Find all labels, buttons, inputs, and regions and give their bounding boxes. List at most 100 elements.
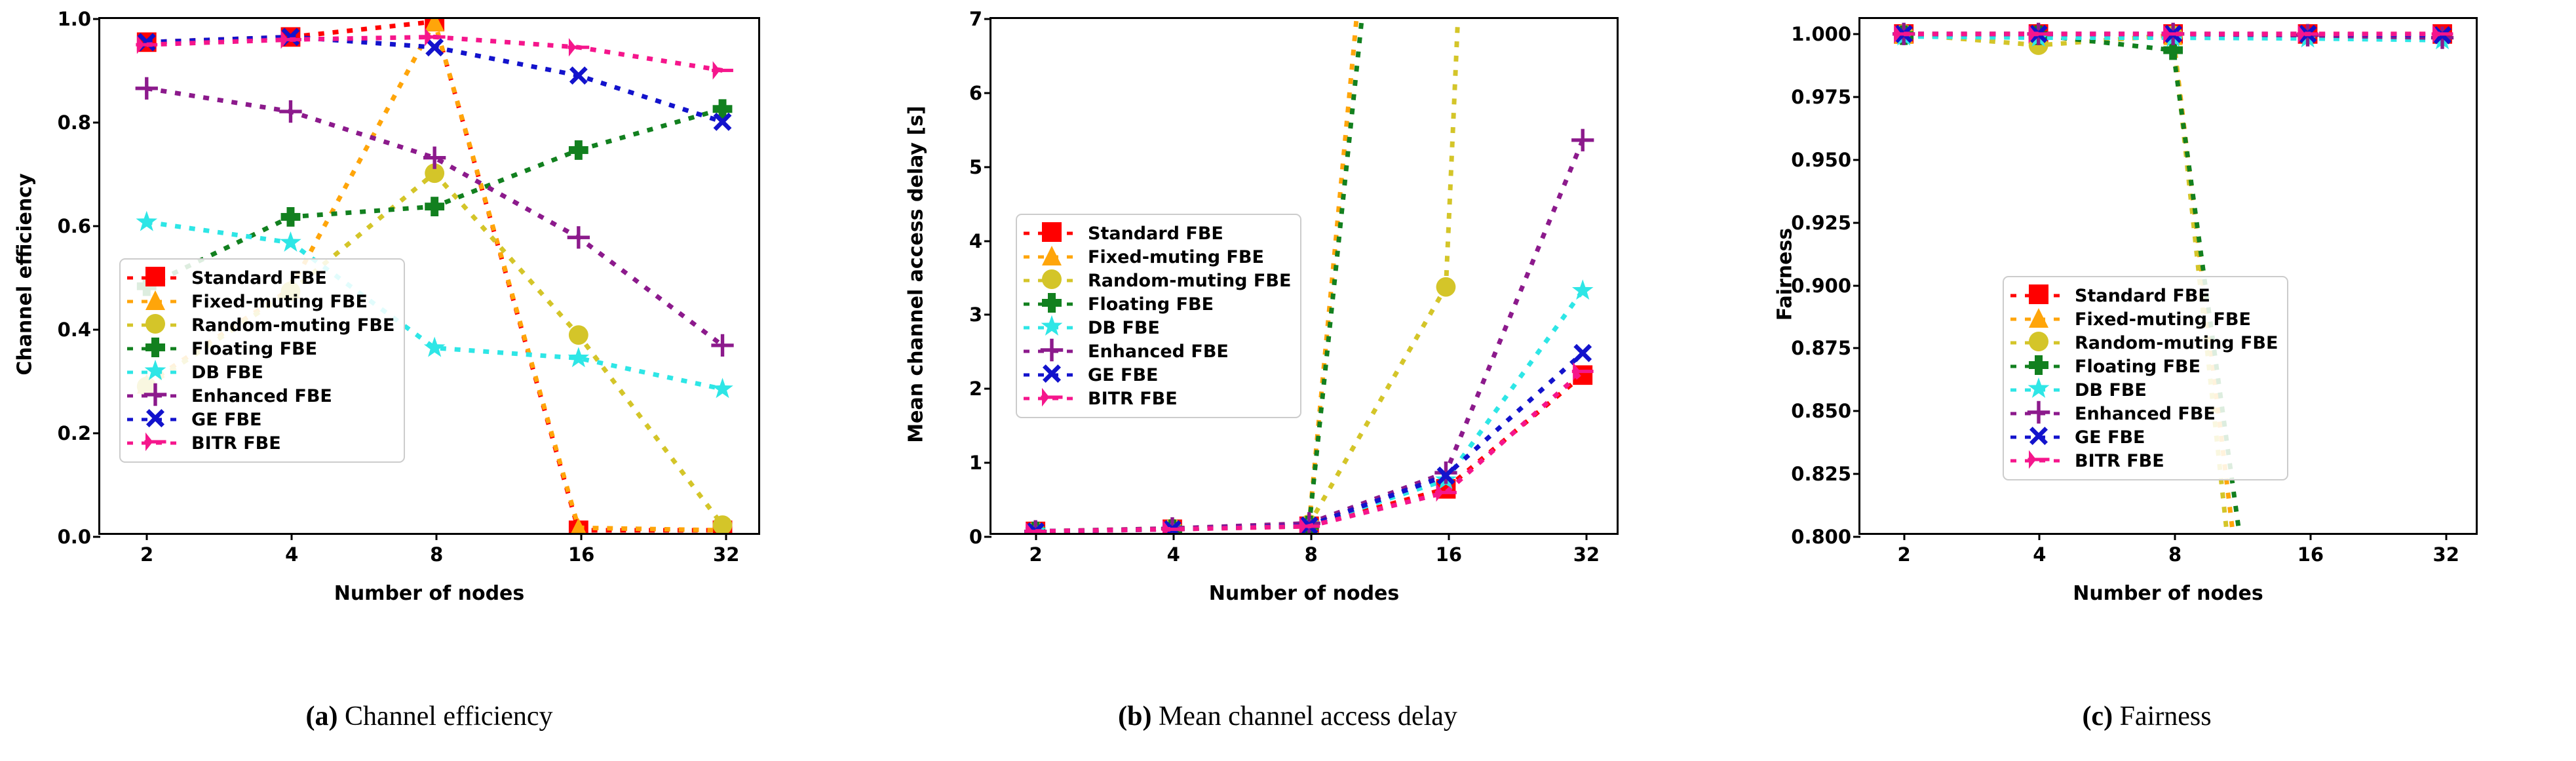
y-tick-label: 0.850 [1791,400,1851,423]
y-tick-mark [93,432,100,435]
legend-item-ge[interactable]: GE FBE [2010,425,2278,449]
legend-item-random_muting[interactable]: Random-muting FBE [2010,331,2278,355]
legend-marker-icon [142,428,169,458]
x-tick-mark [2038,533,2041,540]
y-tick-mark [1853,536,1860,538]
legend-marker-icon [1038,265,1066,296]
legend-swatch-fixed_muting [2010,308,2067,329]
legend-item-random_muting[interactable]: Random-muting FBE [1024,269,1291,292]
legend-marker-icon [142,334,169,364]
legend-item-standard[interactable]: Standard FBE [1024,222,1291,245]
y-tick-label: 1.000 [1791,23,1851,45]
legend-item-bitr[interactable]: BITR FBE [2010,449,2278,473]
y-tick-label: 0.875 [1791,337,1851,360]
y-tick-label: 1.0 [57,8,91,30]
data-point [1571,128,1594,151]
legend-item-db[interactable]: DB FBE [127,359,394,384]
x-tick-label: 4 [2033,543,2047,566]
legend-marker-icon [2025,375,2052,405]
legend-item-ge[interactable]: GE FBE [1024,363,1291,387]
data-point [2431,24,2453,43]
x-tick-mark [580,533,583,540]
legend-item-standard[interactable]: Standard FBE [2010,284,2278,307]
x-tick-label: 2 [1897,543,1911,566]
legend-label: BITR FBE [2075,450,2164,471]
series-bitr [1893,24,2453,43]
legend-item-fixed_muting[interactable]: Fixed-muting FBE [2010,307,2278,331]
legend-item-db[interactable]: DB FBE [1024,315,1291,340]
legend-marker-icon [2025,328,2052,358]
legend-swatch-standard [127,267,183,288]
caption-text: Mean channel access delay [1151,701,1457,732]
legend-label: Fixed-muting FBE [2075,309,2251,330]
x-tick-mark [1310,533,1313,540]
legend-item-floating[interactable]: Floating FBE [1024,292,1291,316]
x-tick-label: 2 [1029,543,1043,566]
y-axis-label: Channel efficiency [13,173,37,376]
legend-item-random_muting[interactable]: Random-muting FBE [127,313,394,337]
y-tick-mark [984,461,991,464]
plot-area-c [1860,19,2476,533]
y-tick-label: 5 [969,155,982,178]
y-tick-mark [984,313,991,316]
data-point [1436,466,1455,485]
data-point [713,112,732,131]
legend-item-db[interactable]: DB FBE [2010,377,2278,402]
x-tick-label: 16 [568,543,595,566]
legend-item-enhanced[interactable]: Enhanced FBE [1024,338,1291,363]
data-point [712,378,733,399]
y-tick-label: 0.2 [57,422,91,444]
data-point [567,347,590,368]
legend-item-ge[interactable]: GE FBE [127,408,394,431]
legend-swatch-enhanced [2010,400,2067,424]
legend-item-fixed_muting[interactable]: Fixed-muting FBE [1024,245,1291,269]
panel-caption-a: (a) Channel efficiency [0,701,858,732]
y-axis-label: Fairness [1773,227,1797,321]
data-point [2162,24,2184,43]
legend-marker-icon [142,404,169,435]
legend-swatch-standard [2010,284,2067,305]
x-tick-label: 32 [1573,543,1600,566]
x-tick-mark [1035,533,1037,540]
panel-caption-c: (c) Fairness [1718,701,2576,732]
x-tick-mark [145,533,148,540]
y-tick-label: 0.800 [1791,526,1851,548]
y-tick-label: 0.925 [1791,211,1851,234]
y-tick-mark [93,121,100,124]
legend-marker-icon [1038,289,1066,319]
legend-swatch-floating [127,338,183,359]
legend-label: BITR FBE [1088,388,1178,409]
x-tick-mark [1448,533,1450,540]
y-tick-mark [1853,33,1860,35]
legend-item-enhanced[interactable]: Enhanced FBE [127,383,394,408]
legend-item-bitr[interactable]: BITR FBE [1024,387,1291,410]
legend-swatch-fixed_muting [127,290,183,311]
y-tick-label: 7 [969,8,982,30]
legend-item-bitr[interactable]: BITR FBE [127,431,394,455]
legend-item-floating[interactable]: Floating FBE [127,337,394,361]
legend-item-standard[interactable]: Standard FBE [127,266,394,290]
data-point [1435,483,1457,502]
y-tick-mark [1853,347,1860,349]
legend-label: Enhanced FBE [2075,403,2216,424]
legend-item-floating[interactable]: Floating FBE [2010,355,2278,378]
x-tick-label: 4 [285,543,299,566]
legend-item-fixed_muting[interactable]: Fixed-muting FBE [127,290,394,313]
x-tick-mark [2174,533,2176,540]
legend-swatch-bitr [2010,450,2067,471]
legend-label: Fixed-muting FBE [1088,246,1264,267]
y-tick-label: 0.825 [1791,463,1851,486]
data-point [1571,362,1594,381]
y-tick-mark [93,536,100,538]
x-tick-label: 4 [1166,543,1180,566]
data-point [423,336,446,357]
x-tick-mark [290,533,293,540]
series-ge [137,28,732,131]
y-tick-mark [984,536,991,538]
legend-item-enhanced[interactable]: Enhanced FBE [2010,400,2278,425]
x-tick-mark [1172,533,1175,540]
data-point [568,325,588,345]
legend-swatch-db [2010,377,2067,400]
